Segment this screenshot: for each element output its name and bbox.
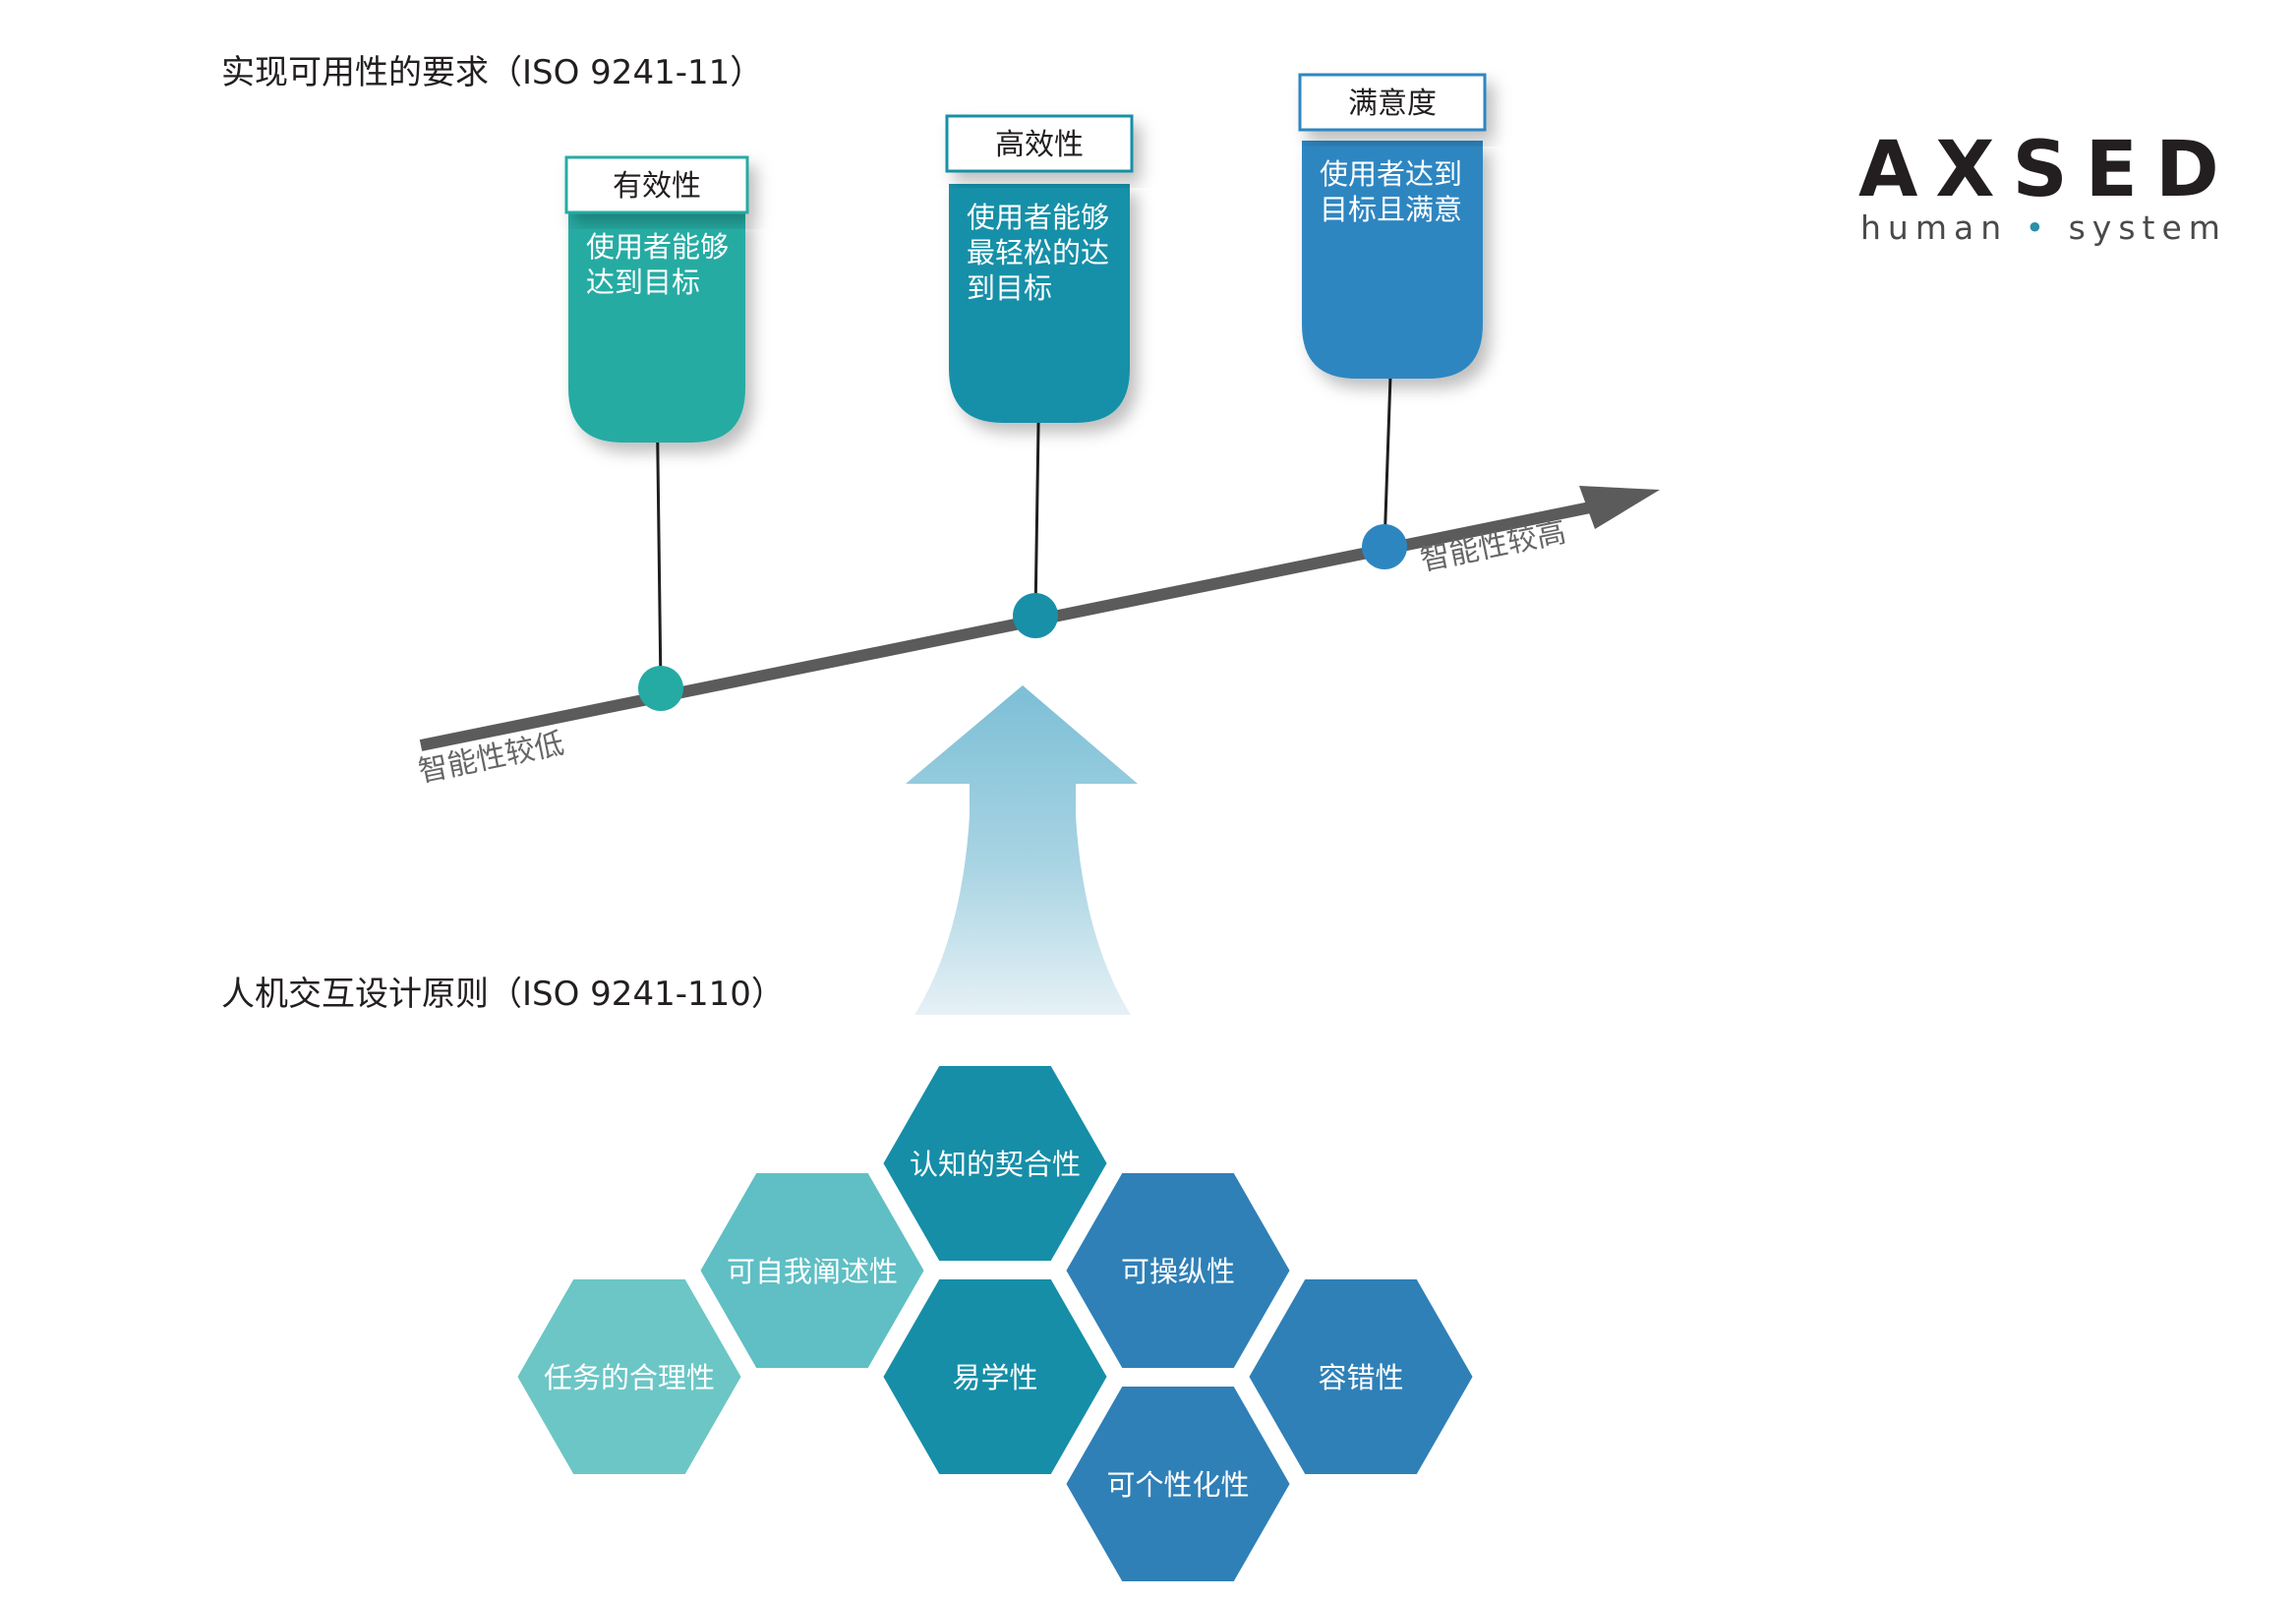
hexagon-shape [510, 1273, 748, 1480]
logo-wordmark: AXSED [1858, 126, 2237, 214]
card-title: 高效性 [995, 128, 1084, 162]
card-title-box [564, 155, 749, 214]
card-title-box [945, 114, 1134, 173]
principle-hexagon-7: 容错性 [1242, 1273, 1480, 1480]
hexagon-label: 任务的合理性 [544, 1361, 715, 1394]
card-body [568, 213, 745, 443]
hexagon-shape [1059, 1381, 1297, 1587]
hexagon-label: 易学性 [952, 1361, 1037, 1394]
intelligence-axis [419, 499, 1607, 751]
requirement-cards: 有效性使用者能够达到目标高效性使用者能够最轻松的达到目标满意度使用者达到目标且满… [564, 73, 1487, 711]
logo-tagline: human • system [1860, 208, 2227, 247]
card-text-line: 使用者能够 [586, 230, 729, 264]
axsed-logo: AXSED human • system [1858, 126, 2220, 254]
principle-hexagon-4: 易学性 [876, 1273, 1114, 1480]
logo-tagline-dot: • [2025, 208, 2052, 247]
hexagon-label: 容错性 [1318, 1361, 1403, 1394]
usability-heading: 实现可用性的要求（ISO 9241-11） [221, 53, 764, 92]
axis-marker-dot [1362, 524, 1407, 569]
principles-heading: 人机交互设计原则（ISO 9241-110） [221, 975, 785, 1014]
logo-tagline-left: human [1860, 208, 2009, 247]
principle-hexagon-1: 任务的合理性 [510, 1273, 748, 1480]
principle-hexagon-2: 可自我阐述性 [693, 1167, 931, 1374]
principle-hexagon-5: 可操纵性 [1059, 1167, 1297, 1374]
card-text-line: 使用者达到 [1320, 157, 1462, 191]
logo-tagline-right: system [2068, 208, 2227, 247]
principle-hexagon-3: 认知的契合性 [876, 1060, 1114, 1267]
hexagon-shape [1242, 1273, 1480, 1480]
axis-arrowhead [1579, 486, 1660, 529]
upward-arrow [906, 685, 1138, 1015]
hexagon-label: 可操纵性 [1121, 1255, 1235, 1288]
card-title-box [1298, 73, 1487, 132]
hexagon-label: 可个性化性 [1106, 1468, 1249, 1502]
card-text-line: 达到目标 [586, 266, 700, 299]
card-body [949, 184, 1130, 423]
axis-marker-dot [638, 666, 683, 711]
hexagon-shape [876, 1060, 1114, 1267]
card-text-line: 到目标 [967, 271, 1052, 305]
card-title: 满意度 [1348, 87, 1437, 121]
principle-hexagon-6: 可个性化性 [1059, 1381, 1297, 1587]
card-text-line: 最轻松的达 [967, 236, 1109, 269]
axis-marker-dot [1013, 593, 1058, 638]
hexagon-label: 认知的契合性 [910, 1148, 1081, 1181]
hexagon-shape [876, 1273, 1114, 1480]
hexagon-label: 可自我阐述性 [727, 1255, 898, 1288]
card-body [1302, 141, 1483, 379]
card-title: 有效性 [613, 169, 701, 204]
card-text-line: 使用者能够 [967, 201, 1109, 234]
hexagon-shape [693, 1167, 931, 1374]
card-text-line: 目标且满意 [1320, 193, 1462, 226]
hexagon-shape [1059, 1167, 1297, 1374]
